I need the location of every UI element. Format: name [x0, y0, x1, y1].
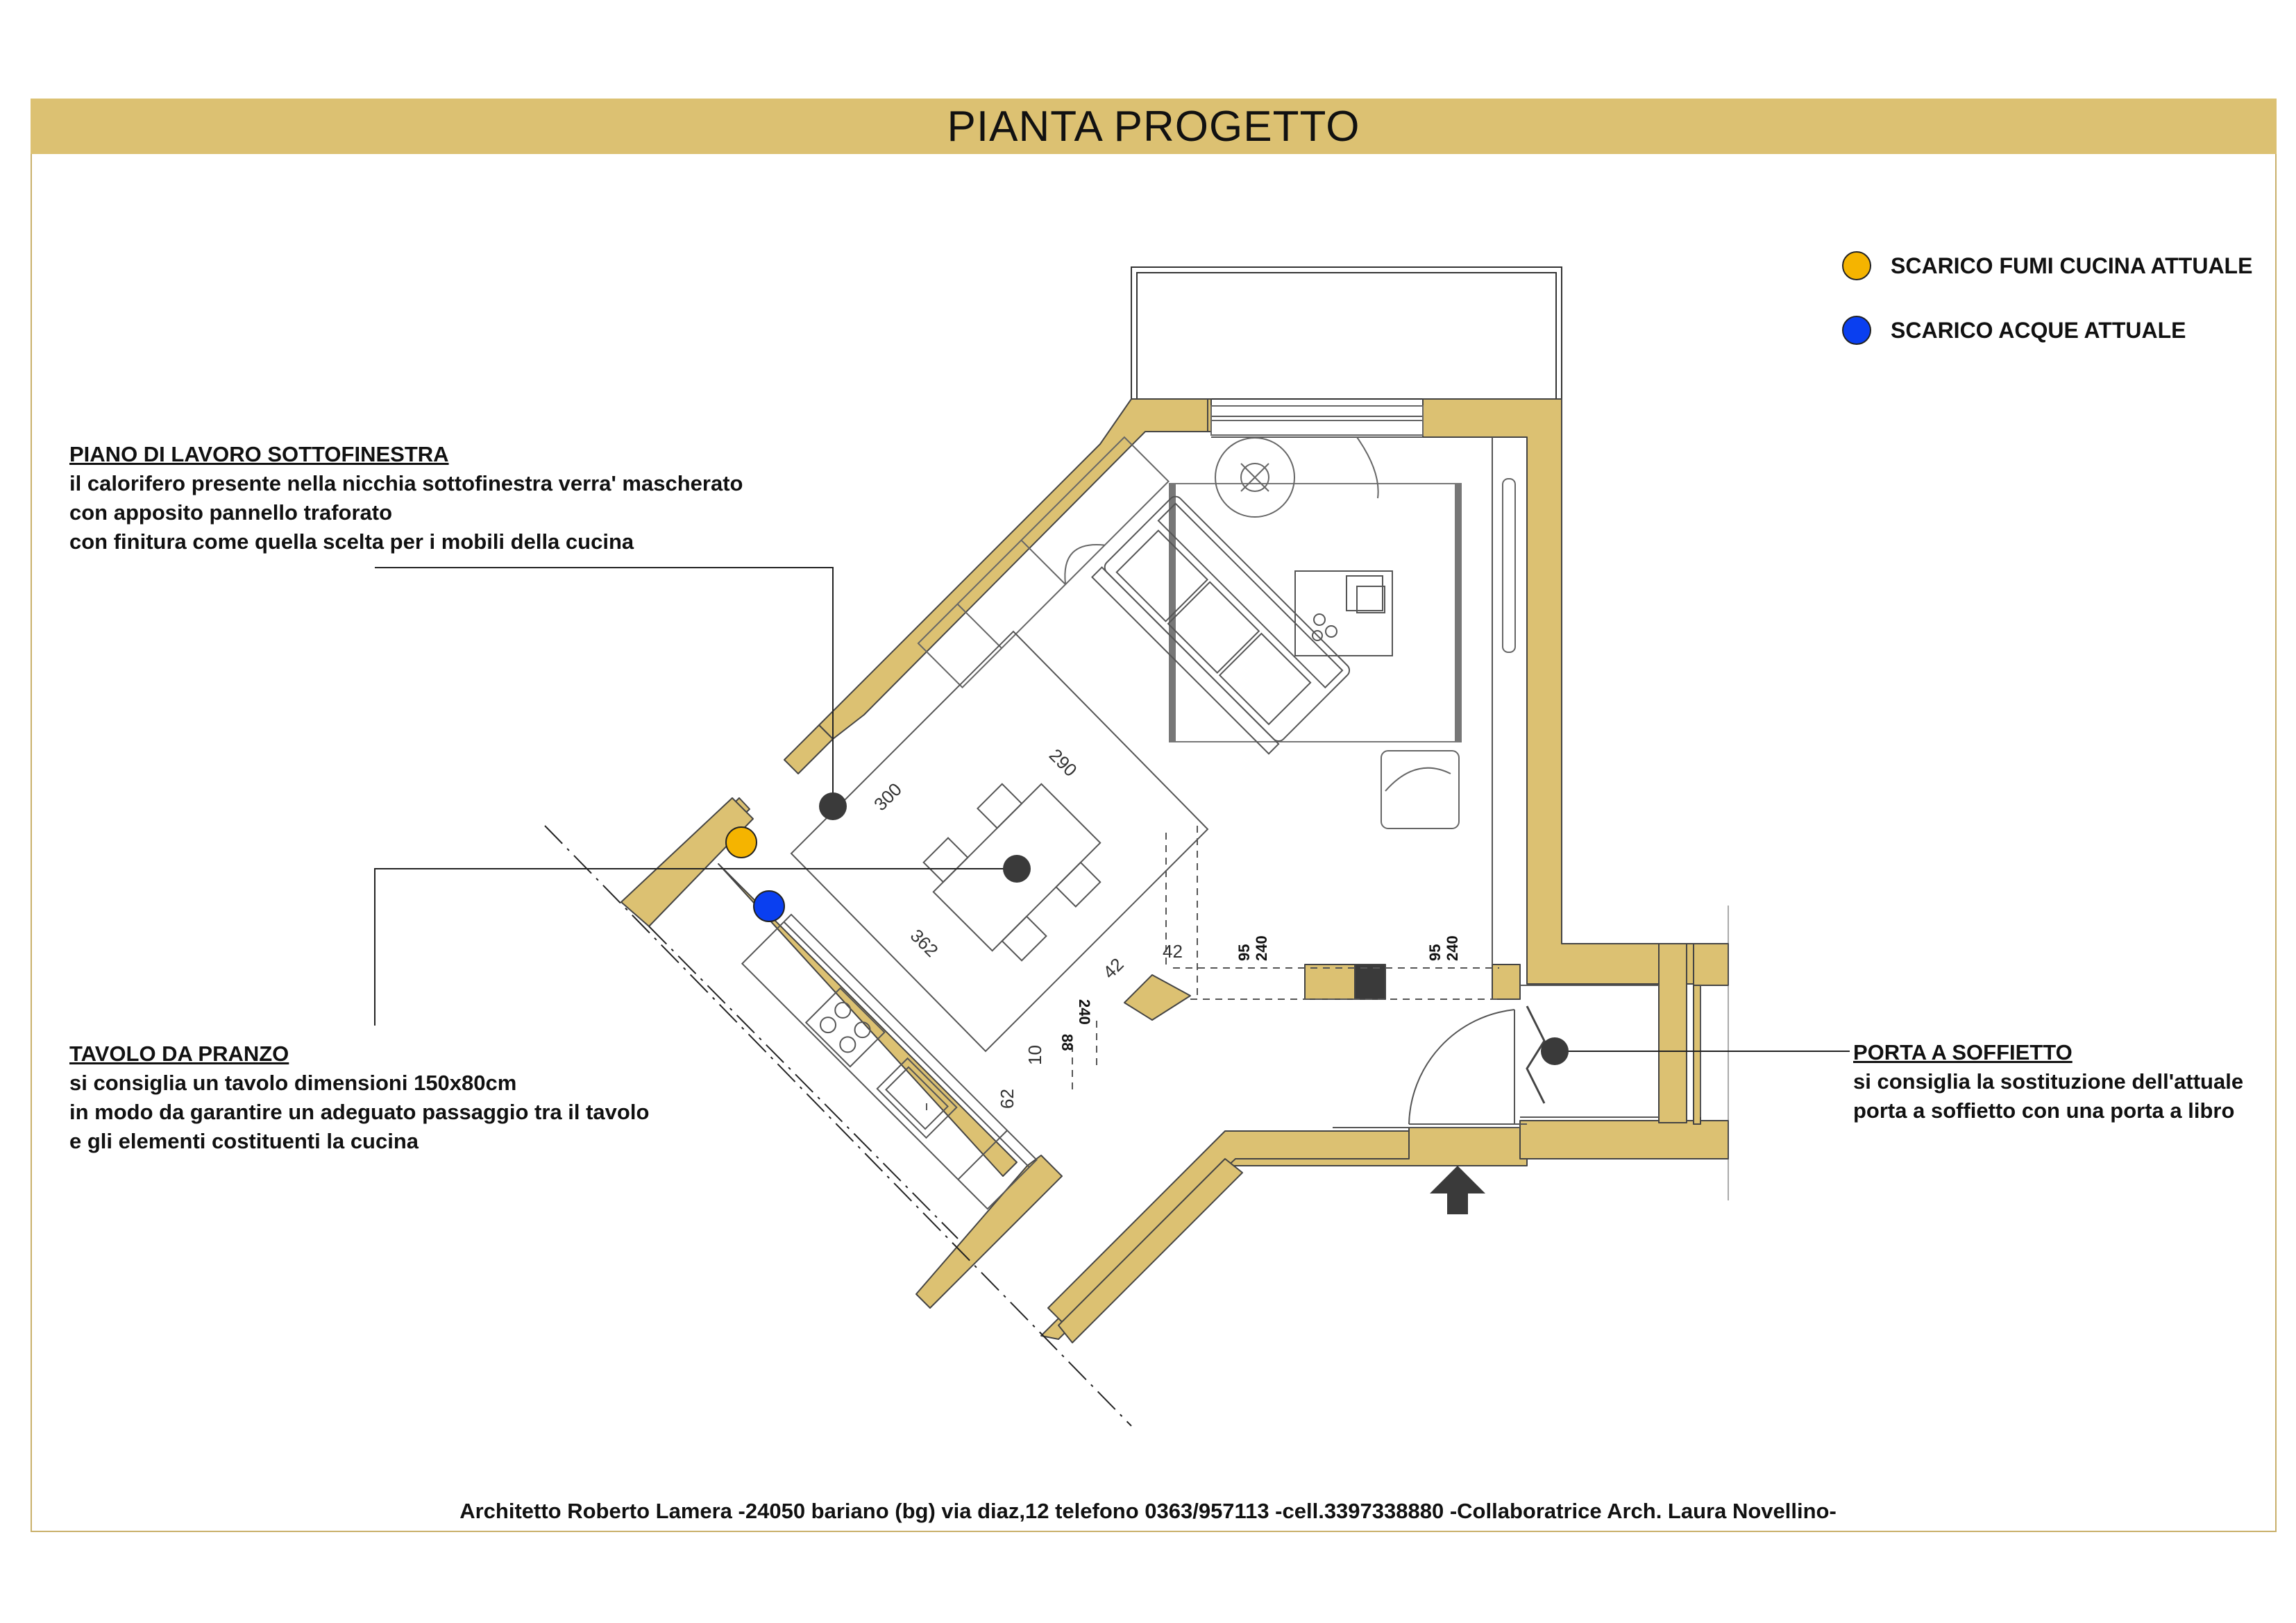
footer-credits: Architetto Roberto Lamera -24050 bariano… — [459, 1499, 1837, 1523]
window-top — [1210, 405, 1424, 436]
dim-290: 290 — [1045, 745, 1081, 781]
note-piano: PIANO DI LAVORO SOTTOFINESTRA il calorif… — [69, 440, 743, 556]
note-piano-line: il calorifero presente nella nicchia sot… — [69, 471, 743, 495]
floor-lamp — [1215, 436, 1379, 518]
legend-label-fumi: SCARICO FUMI CUCINA ATTUALE — [1891, 253, 2253, 278]
walls — [621, 398, 1729, 1343]
yellow-dot-icon — [1842, 251, 1871, 280]
section-lines — [544, 825, 1132, 1427]
page-title: PIANTA PROGETTO — [947, 102, 1360, 151]
marker-porta — [1541, 1037, 1569, 1065]
legend-item-acque: SCARICO ACQUE ATTUALE — [1842, 316, 2186, 345]
note-tavolo-line: in modo da garantire un adeguato passagg… — [69, 1100, 650, 1124]
kitchen-upper-counter — [917, 436, 1170, 689]
sofa — [1091, 495, 1351, 755]
dim-362: 362 — [906, 925, 943, 961]
kitchen-lower-counter — [741, 913, 1038, 1210]
note-tavolo: TAVOLO DA PRANZO si consiglia un tavolo … — [69, 1039, 649, 1156]
dim-240-c: 240 — [1076, 999, 1093, 1025]
dim-42-b: 42 — [1163, 941, 1183, 962]
note-tavolo-heading: TAVOLO DA PRANZO — [69, 1042, 289, 1066]
scarico-fumi-dot — [725, 826, 757, 858]
entrance-arrow-icon — [1430, 1166, 1485, 1214]
armchair — [1381, 750, 1460, 829]
marker-tavolo — [1003, 855, 1031, 883]
dim-300: 300 — [870, 779, 906, 815]
balcony — [1131, 266, 1562, 400]
note-porta-heading: PORTA A SOFFIETTO — [1853, 1040, 2073, 1064]
note-tavolo-line: e gli elementi costituenti la cucina — [69, 1129, 419, 1153]
dim-62: 62 — [997, 1089, 1018, 1109]
living-rug — [1169, 483, 1462, 742]
dim-95-b: 95 — [1426, 944, 1444, 961]
note-piano-line: con apposito pannello traforato — [69, 500, 393, 525]
marker-piano — [819, 792, 847, 820]
coffee-table — [1294, 570, 1393, 656]
radiator — [1502, 478, 1516, 653]
note-porta: PORTA A SOFFIETTO si consiglia la sostit… — [1853, 1038, 2243, 1125]
dim-10: 10 — [1024, 1045, 1045, 1065]
note-tavolo-line: si consiglia un tavolo dimensioni 150x80… — [69, 1071, 517, 1095]
note-porta-line: si consiglia la sostituzione dell'attual… — [1853, 1069, 2244, 1094]
legend-label-acque: SCARICO ACQUE ATTUALE — [1891, 317, 2186, 343]
blue-dot-icon — [1842, 316, 1871, 345]
dim-95-a: 95 — [1235, 944, 1253, 961]
title-bar: PIANTA PROGETTO — [31, 99, 2277, 154]
leader-lines — [374, 567, 1850, 1052]
dim-42-a: 42 — [1099, 954, 1128, 983]
folding-door — [1526, 1005, 1546, 1104]
legend-item-fumi: SCARICO FUMI CUCINA ATTUALE — [1842, 251, 2252, 280]
dim-88: 88 — [1058, 1034, 1076, 1051]
note-piano-line: con finitura come quella scelta per i mo… — [69, 529, 634, 554]
note-porta-line: porta a soffietto con una porta a libro — [1853, 1098, 2235, 1123]
dashed-lines — [1072, 826, 1499, 1089]
dining-dim-frame — [790, 630, 1209, 1053]
dim-240-b: 240 — [1444, 935, 1461, 961]
entrance-door — [1408, 1009, 1527, 1125]
dim-240-a: 240 — [1253, 935, 1270, 961]
note-piano-heading: PIANO DI LAVORO SOTTOFINESTRA — [69, 442, 449, 466]
scarico-acque-dot — [753, 890, 785, 922]
